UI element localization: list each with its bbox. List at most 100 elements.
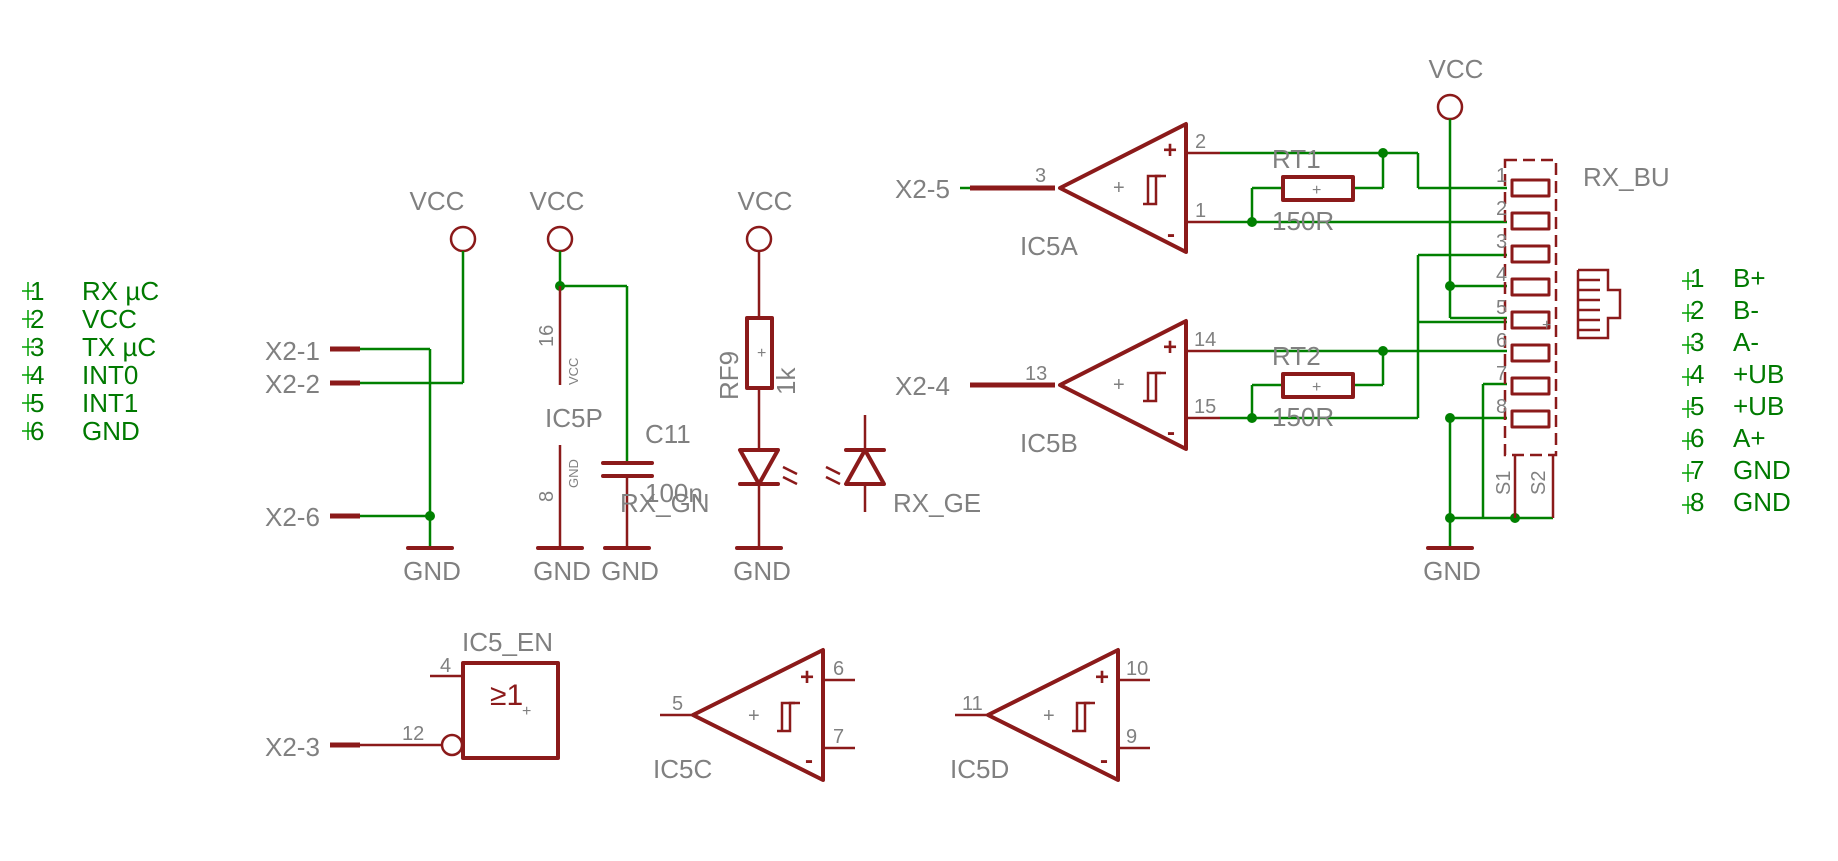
gnd-label-2: GND — [533, 556, 591, 586]
ic5-en-pin12: 12 — [402, 723, 424, 745]
rx-bu-pin8: 8 — [1496, 396, 1507, 418]
ic5d-inner-plus: + — [1043, 705, 1055, 727]
legend-signal-1: B+ — [1733, 263, 1766, 293]
ic5-en-pin4: 4 — [440, 655, 451, 677]
rx-bu-shield2: S2 — [1528, 471, 1550, 495]
header-signal-rx: RX µC — [82, 276, 159, 306]
ic5b-minus: - — [1167, 419, 1175, 446]
ic5a-comparator: X2-5 3 + + - IC5A 2 1 + RT1 150R — [895, 122, 1507, 261]
ic5d-pin9: 9 — [1126, 726, 1137, 748]
legend-signal-4: +UB — [1733, 359, 1784, 389]
x2-2-label: X2-2 — [265, 369, 320, 399]
ic5-en-gate: IC5_EN ≥1 + 4 12 X2-3 — [265, 627, 560, 762]
rt1-value: 150R — [1272, 206, 1334, 236]
vcc-label-2: VCC — [530, 186, 585, 216]
legend-pin-7: 7 — [1690, 455, 1704, 485]
c11-name: C11 — [645, 419, 691, 449]
led-yellow-symbol — [844, 448, 886, 486]
led-green-symbol — [738, 448, 780, 486]
x2-5-label: X2-5 — [895, 174, 950, 204]
rx-bu-outline — [1503, 158, 1558, 457]
vcc-label-3: VCC — [738, 186, 793, 216]
ic5a-pin1: 1 — [1195, 200, 1206, 222]
ic5b-comparator: X2-4 13 + + - IC5B 14 15 + RT2 150R — [895, 253, 1507, 458]
ic5a-inner-plus: + — [1113, 177, 1125, 199]
legend-pin-8: 8 — [1690, 487, 1704, 517]
x2-4-label: X2-4 — [895, 371, 950, 401]
header-pin-6: 6 — [30, 416, 44, 446]
rf9-plus: + — [757, 345, 766, 362]
header-legend: 1 2 3 4 5 6 RX µC VCC TX µC INT0 INT1 GN… — [22, 276, 159, 446]
legend-pin-5: 5 — [1690, 391, 1704, 421]
legend-signal-2: B- — [1733, 295, 1759, 325]
ic5p-name: IC5P — [545, 403, 603, 433]
ic5-en-symbol: ≥1 — [490, 679, 523, 712]
gnd-label-1: GND — [403, 556, 461, 586]
rt2-plus: + — [1312, 379, 1321, 396]
vcc-symbol-1 — [449, 225, 477, 253]
header-pin-5: 5 — [30, 388, 44, 418]
rt2-value: 150R — [1272, 402, 1334, 432]
header-pin-4: 4 — [30, 360, 44, 390]
vcc-symbol-4 — [1436, 93, 1464, 121]
rt1-resistor — [1281, 175, 1355, 202]
ic5p-pin8: 8 — [536, 491, 558, 502]
legend-signal-7: GND — [1733, 455, 1791, 485]
header-pin-2: 2 — [30, 304, 44, 334]
ic5-en-box — [461, 661, 560, 760]
ic5c-comparator: 5 + + - 6 7 IC5C — [653, 648, 855, 784]
rf9-name: RF9 — [714, 351, 744, 400]
led-yellow-label: RX_GE — [893, 488, 981, 518]
rx-bu-pin2: 2 — [1496, 198, 1507, 220]
ic5p-vcc-pin: VCC — [566, 358, 581, 385]
legend-pin-3: 3 — [1690, 327, 1704, 357]
led-block: VCC + RF9 1k GND RX_GN RX_GE — [620, 186, 981, 586]
ic5b-pin13: 13 — [1025, 363, 1047, 385]
gnd-label-3: GND — [601, 556, 659, 586]
header-signal-int0: INT0 — [82, 360, 138, 390]
rt1-plus: + — [1312, 182, 1321, 199]
vcc-label-4: VCC — [1429, 54, 1484, 84]
rx-bu-pin4: 4 — [1496, 264, 1507, 286]
ic5-en-name: IC5_EN — [462, 627, 553, 657]
x2-1-label: X2-1 — [265, 336, 320, 366]
ic5p-pin16: 16 — [536, 325, 558, 347]
x2-power-block: VCC X2-1 X2-2 X2-6 GND — [265, 186, 477, 586]
gnd-label-5: GND — [1423, 556, 1481, 586]
ic5p-gnd-pin: GND — [566, 459, 581, 488]
ic5c-pin6: 6 — [833, 658, 844, 680]
ic5c-inner-plus: + — [748, 705, 760, 727]
ic5c-pin7: 7 — [833, 726, 844, 748]
rx-bu-pin1: 1 — [1496, 165, 1507, 187]
header-pin-3: 3 — [30, 332, 44, 362]
ic5b-plus: + — [1163, 334, 1177, 361]
ic5d-name: IC5D — [950, 754, 1009, 784]
rt1-name: RT1 — [1272, 144, 1321, 174]
ic5b-triangle — [1058, 319, 1188, 451]
ic5d-pin11: 11 — [962, 693, 983, 715]
ic5a-pin2: 2 — [1195, 131, 1206, 153]
header-signal-int1: INT1 — [82, 388, 138, 418]
ic5b-pin15: 15 — [1194, 396, 1216, 418]
led-green-label: RX_GN — [620, 488, 710, 518]
ic5a-pin3: 3 — [1035, 165, 1046, 187]
ic5p-power-block: VCC 16 VCC IC5P 8 GND GND C11 100n GND — [530, 186, 703, 586]
rx-bu-pin5: 5 — [1496, 297, 1507, 319]
ic5-en-plus: + — [522, 703, 531, 720]
rx-bu-power: VCC GND — [1423, 54, 1553, 586]
legend-pin-2: 2 — [1690, 295, 1704, 325]
ic5a-triangle — [1058, 122, 1188, 254]
rx-bu-pin7: 7 — [1496, 363, 1507, 385]
connector-legend: 1 2 3 4 5 6 7 8 B+ B- A- +UB +UB A+ GND … — [1682, 263, 1791, 517]
ic5d-plus: + — [1095, 664, 1109, 691]
ic5b-name: IC5B — [1020, 428, 1078, 458]
ic5a-plus: + — [1163, 137, 1177, 164]
rx-bu-pin6: 6 — [1496, 330, 1507, 352]
ic5b-pin14: 14 — [1194, 329, 1216, 351]
gnd-label-4: GND — [733, 556, 791, 586]
rx-bu-connector: 1 2 3 4 5 6 7 8 + S1 S2 RX_BU — [1493, 158, 1670, 518]
rt2-resistor — [1281, 372, 1355, 399]
rt2-name: RT2 — [1272, 341, 1321, 371]
legend-signal-5: +UB — [1733, 391, 1784, 421]
